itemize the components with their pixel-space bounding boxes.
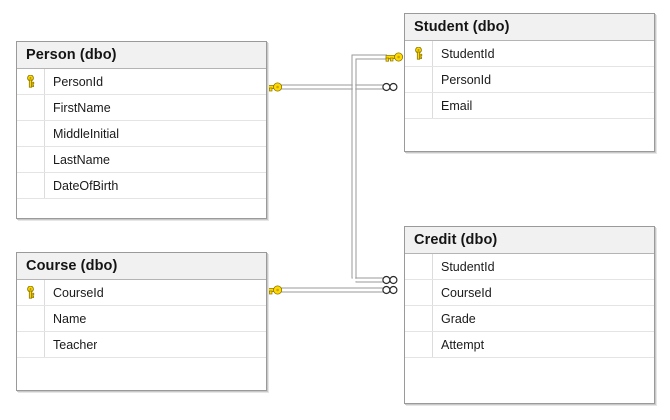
key-icon (264, 285, 283, 295)
field-row[interactable]: Grade (405, 306, 654, 332)
field-name: FirstName (53, 100, 111, 115)
field-row[interactable]: FirstName (17, 95, 266, 121)
empty-field-row[interactable] (17, 358, 266, 380)
empty-field-row[interactable] (405, 119, 654, 141)
no-key-cell (17, 95, 44, 121)
field-row[interactable]: Attempt (405, 332, 654, 358)
key-icon (27, 286, 35, 299)
field-row[interactable]: CourseId (17, 280, 266, 306)
no-key-cell (17, 121, 44, 147)
field-name: Teacher (53, 337, 98, 352)
field-row[interactable]: DateOfBirth (17, 173, 266, 199)
field-row[interactable]: PersonId (17, 69, 266, 95)
table-title-person: Person (dbo) (17, 42, 266, 69)
no-key-cell (17, 173, 44, 199)
field-name: PersonId (53, 74, 104, 89)
field-name: LastName (53, 152, 110, 167)
field-row[interactable]: Teacher (17, 332, 266, 358)
no-key-cell (405, 280, 432, 306)
relationship-course-credit[interactable] (264, 285, 398, 295)
key-icon (27, 75, 35, 88)
field-name: StudentId (441, 259, 495, 274)
no-key-cell (17, 147, 44, 173)
field-row[interactable]: StudentId (405, 254, 654, 280)
field-row[interactable]: LastName (17, 147, 266, 173)
field-row[interactable]: Email (405, 93, 654, 119)
field-row[interactable]: PersonId (405, 67, 654, 93)
no-key-cell (17, 332, 44, 358)
field-name: MiddleInitial (53, 126, 120, 141)
field-name: CourseId (441, 285, 492, 300)
no-key-cell (405, 254, 432, 280)
field-row[interactable]: Name (17, 306, 266, 332)
relationship-student-credit[interactable] (351, 52, 404, 285)
table-title-student: Student (dbo) (405, 14, 654, 41)
no-key-cell (405, 306, 432, 332)
key-icon (264, 82, 283, 92)
key-icon (385, 52, 404, 62)
key-icon (415, 47, 423, 60)
field-name: Attempt (441, 337, 485, 352)
field-name: DateOfBirth (53, 178, 119, 193)
field-row[interactable]: StudentId (405, 41, 654, 67)
primary-key-cell (17, 280, 44, 306)
field-row[interactable]: CourseId (405, 280, 654, 306)
relationship-person-student[interactable] (264, 82, 398, 92)
field-name: Grade (441, 311, 476, 326)
table-title-course: Course (dbo) (17, 253, 266, 280)
empty-field-row[interactable] (17, 199, 266, 221)
no-key-cell (405, 67, 432, 93)
primary-key-cell (17, 69, 44, 95)
no-key-cell (17, 306, 44, 332)
empty-field-row[interactable] (405, 358, 654, 380)
no-key-cell (405, 93, 432, 119)
field-name: StudentId (441, 46, 495, 61)
field-name: CourseId (53, 285, 104, 300)
pk-column-divider (44, 69, 45, 199)
primary-key-cell (405, 41, 432, 67)
field-name: Email (441, 98, 473, 113)
field-name: PersonId (441, 72, 492, 87)
no-key-cell (405, 332, 432, 358)
pk-column-divider (44, 280, 45, 358)
pk-column-divider (432, 41, 433, 119)
pk-column-divider (432, 254, 433, 358)
field-name: Name (53, 311, 87, 326)
table-title-credit: Credit (dbo) (405, 227, 654, 254)
field-row[interactable]: MiddleInitial (17, 121, 266, 147)
